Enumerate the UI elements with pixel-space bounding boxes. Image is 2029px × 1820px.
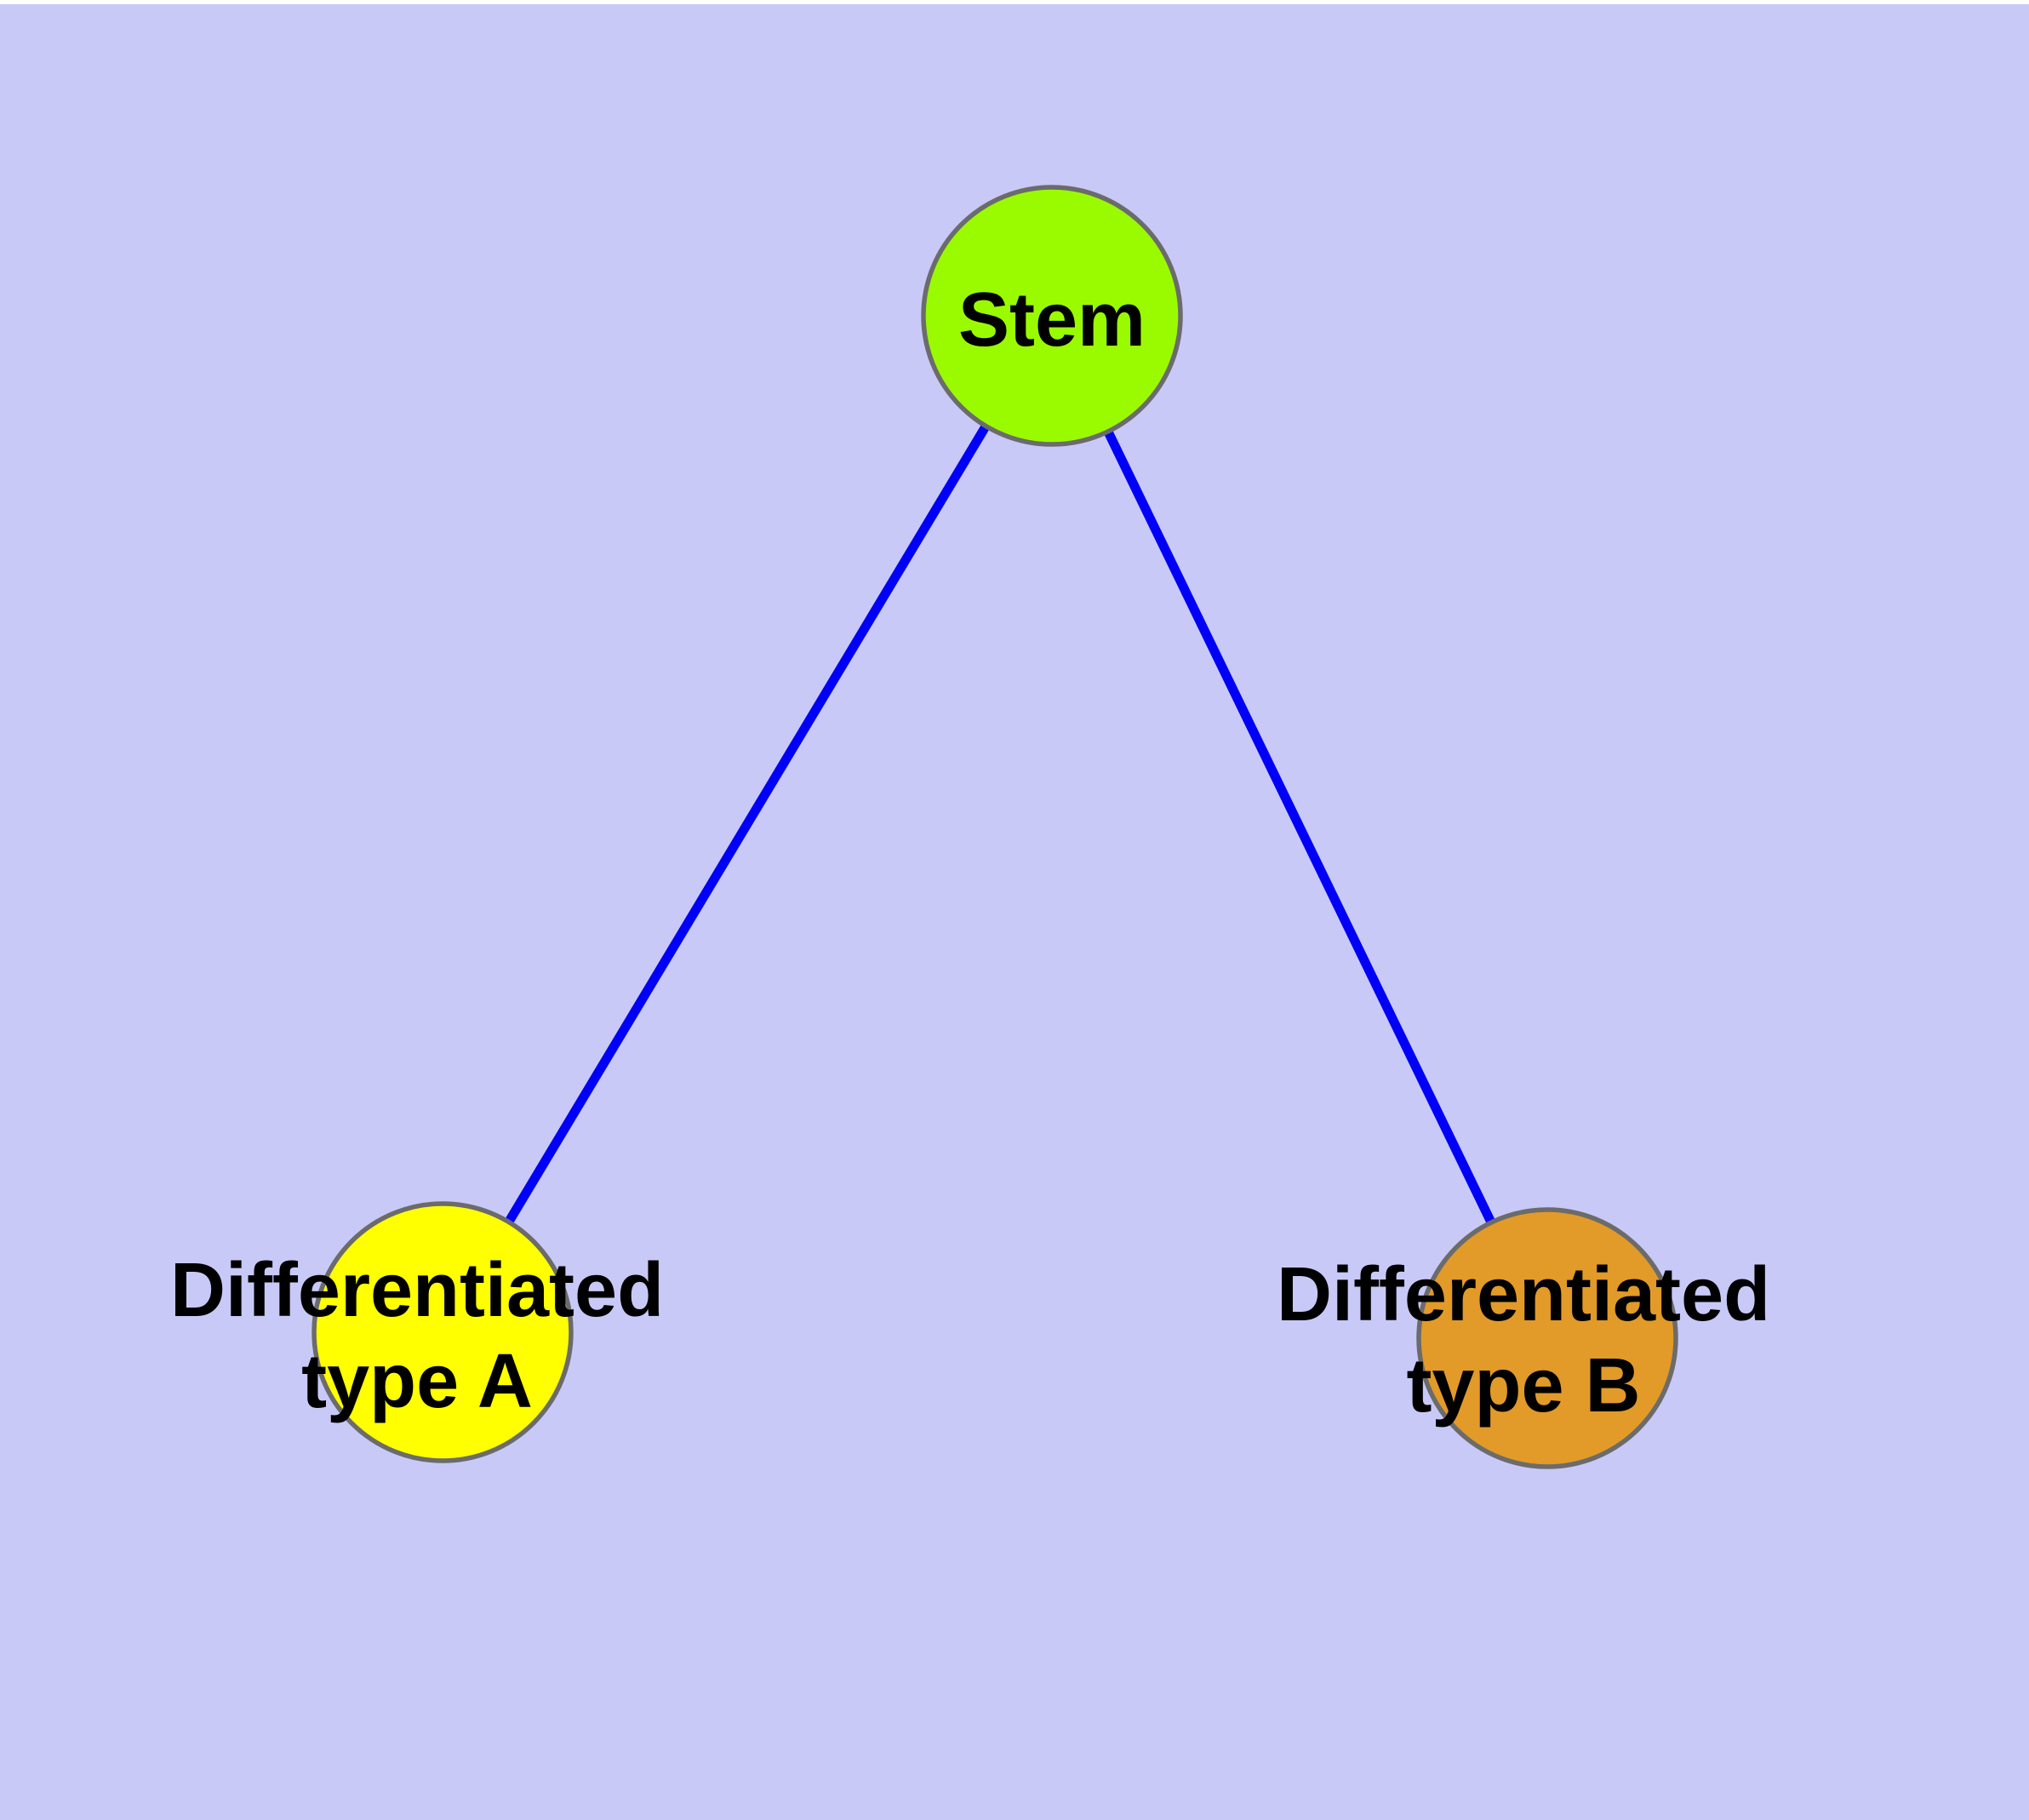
differentiated-type-b-node-circle [1416, 1207, 1678, 1469]
top-border-strip [0, 0, 2029, 4]
type-b-label-line-1: Differentiated [1276, 1252, 1771, 1337]
type-a-label-line-1: Differentiated [169, 1248, 665, 1333]
differentiated-type-a-node-label: Differentiated type A [170, 1245, 664, 1428]
stem-node-label: Stem [958, 275, 1146, 366]
differentiated-type-b-node-label: Differentiated type B [1277, 1250, 1770, 1432]
type-b-label-line-2: type B [1406, 1343, 1641, 1428]
stem-node-circle [921, 185, 1183, 447]
edge-stem-to-type-a [438, 313, 1056, 1335]
stem-node-label-text: Stem [957, 278, 1146, 363]
edge-stem-to-type-b [1048, 313, 1552, 1341]
differentiated-type-a-node-circle [311, 1201, 574, 1463]
type-a-label-line-2: type A [301, 1339, 533, 1424]
